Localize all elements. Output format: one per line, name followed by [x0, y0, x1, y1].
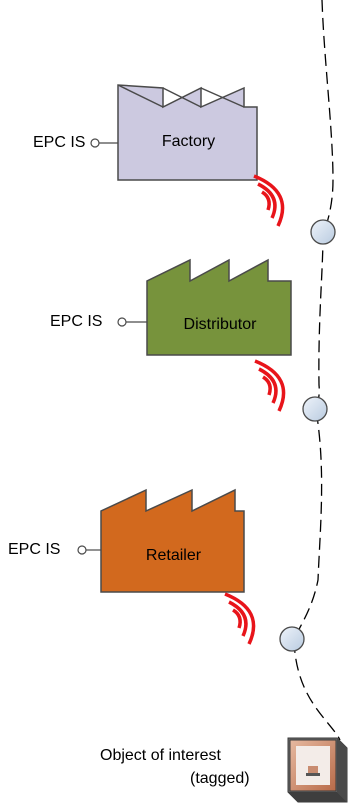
rfid-waves-icon — [254, 359, 286, 412]
factory-label: Factory — [161, 133, 216, 150]
factory-interface-icon — [90, 138, 118, 148]
retailer-building — [100, 488, 245, 593]
rfid-waves-icon — [253, 174, 285, 227]
factory-epcis-label: EPC IS — [33, 134, 86, 151]
object-label-line1: Object of interest — [100, 747, 221, 764]
distributor-building — [146, 258, 292, 356]
object-label-line2: (tagged) — [190, 770, 250, 787]
read-node-icon — [279, 626, 305, 652]
retailer-building-shape — [100, 488, 245, 593]
distributor-building-shape — [146, 258, 292, 356]
object-path — [293, 0, 341, 741]
retailer-interface-icon — [77, 545, 101, 555]
retailer-label: Retailer — [145, 547, 202, 564]
factory-building — [117, 84, 258, 181]
distributor-interface-icon — [117, 317, 147, 327]
retailer-epcis-label: EPC IS — [8, 541, 61, 558]
read-node-icon — [310, 219, 336, 245]
rfid-waves-icon — [224, 592, 256, 645]
read-node-icon — [302, 396, 328, 422]
distributor-epcis-label: EPC IS — [50, 313, 103, 330]
tagged-box-icon — [287, 737, 348, 803]
distributor-label: Distributor — [183, 316, 257, 333]
